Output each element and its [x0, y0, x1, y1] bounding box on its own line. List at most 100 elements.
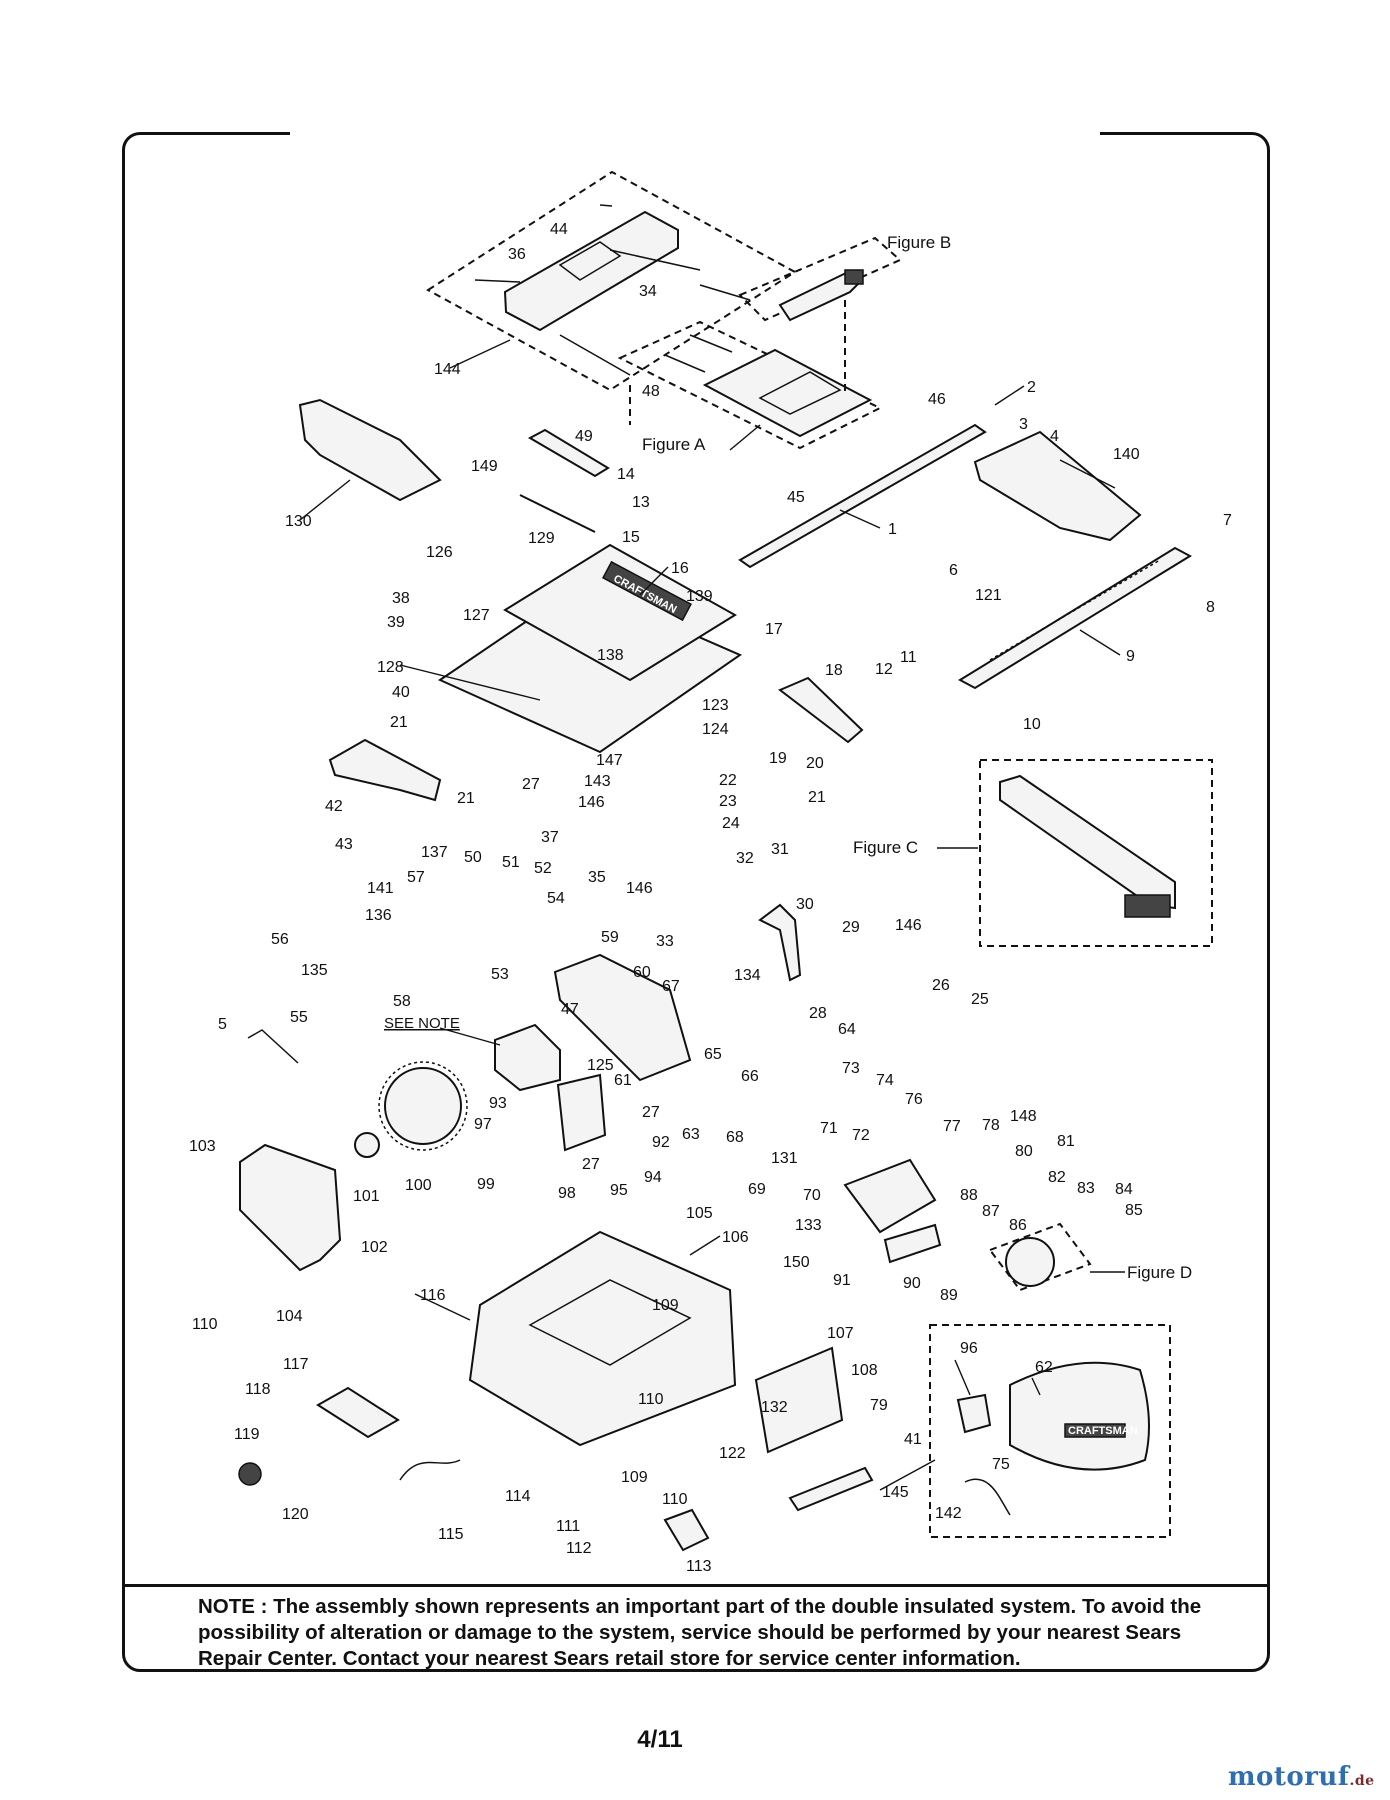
callout-55: 55 [290, 1009, 308, 1026]
callout-134: 134 [734, 967, 761, 984]
callout-90: 90 [903, 1275, 921, 1292]
frame-top-gap [290, 126, 1100, 140]
callout-43: 43 [335, 836, 353, 853]
callout-124: 124 [702, 721, 729, 738]
callout-23: 23 [719, 793, 737, 810]
callout-96: 96 [960, 1340, 978, 1357]
callout-149: 149 [471, 458, 498, 475]
callout-141: 141 [367, 880, 394, 897]
callout-147: 147 [596, 752, 623, 769]
rip-fence [999, 774, 1176, 910]
lock-knob [238, 1462, 262, 1486]
rip-fence-lock [1124, 894, 1171, 918]
callout-72: 72 [852, 1127, 870, 1144]
dust-bag [1009, 1361, 1150, 1471]
callout-5: 5 [218, 1016, 227, 1033]
callout-51: 51 [502, 854, 520, 871]
callout-15: 15 [622, 529, 640, 546]
callout-109-a: 109 [652, 1297, 679, 1314]
callout-133: 133 [795, 1217, 822, 1234]
callout-122: 122 [719, 1445, 746, 1462]
extension-label-strip [1059, 459, 1116, 489]
callout-27-b: 27 [642, 1104, 660, 1121]
callout-148: 148 [1010, 1108, 1037, 1125]
callout-136: 136 [365, 907, 392, 924]
callout-110-c: 110 [662, 1491, 688, 1508]
table-support-bracket [328, 738, 442, 802]
callout-53: 53 [491, 966, 509, 983]
callout-54: 54 [547, 890, 565, 907]
callout-92: 92 [652, 1134, 670, 1151]
callout-98: 98 [558, 1185, 576, 1202]
callout-82: 82 [1048, 1169, 1066, 1186]
watermark-main: motoruf [1228, 1762, 1350, 1792]
callout-6: 6 [949, 562, 958, 579]
bevel-bracket [843, 1158, 937, 1234]
table-top [503, 543, 737, 682]
figure-b-dashed-box [738, 236, 902, 322]
callout-42: 42 [325, 798, 343, 815]
callout-3: 3 [1019, 416, 1028, 433]
callout-32: 32 [736, 850, 754, 867]
callout-4: 4 [1050, 428, 1059, 445]
callout-117: 117 [283, 1356, 309, 1373]
callout-52: 52 [534, 860, 552, 877]
watermark-tld: .de [1349, 1773, 1375, 1789]
callout-146-c: 146 [895, 917, 922, 934]
callout-75: 75 [992, 1456, 1010, 1473]
callout-146-a: 146 [578, 794, 605, 811]
callout-11: 11 [900, 649, 917, 666]
callout-12: 12 [875, 661, 893, 678]
riving-knife [556, 1073, 607, 1152]
fence-clamp-knob [844, 269, 864, 285]
callout-125: 125 [587, 1057, 614, 1074]
riving-bar-a [664, 354, 706, 373]
callout-73: 73 [842, 1060, 860, 1077]
throat-plate-slot [758, 371, 842, 415]
callout-100: 100 [405, 1177, 432, 1194]
power-cord [399, 1459, 461, 1481]
callout-120: 120 [282, 1506, 309, 1523]
callout-20: 20 [806, 755, 824, 772]
label-strip [788, 1466, 874, 1512]
callout-146-b: 146 [626, 880, 653, 897]
callout-135: 135 [301, 962, 328, 979]
callout-130: 130 [285, 513, 312, 530]
fence-clamp [778, 270, 862, 322]
callout-65: 65 [704, 1046, 722, 1063]
callout-77: 77 [943, 1118, 961, 1135]
anti-kickback-plate [527, 428, 610, 478]
saw-blade-teeth [378, 1061, 468, 1151]
callout-60: 60 [633, 964, 651, 981]
callout-44: 44 [550, 221, 568, 238]
callout-108: 108 [851, 1362, 878, 1379]
callout-34: 34 [639, 283, 657, 300]
callout-41: 41 [904, 1431, 922, 1448]
callout-127: 127 [463, 607, 490, 624]
callout-2: 2 [1027, 379, 1036, 396]
dust-hose-cord [964, 1478, 1011, 1516]
callout-47: 47 [561, 1001, 579, 1018]
hex-wrench [247, 1029, 299, 1064]
callout-118: 118 [245, 1381, 271, 1398]
callout-64: 64 [838, 1021, 856, 1038]
callout-84: 84 [1115, 1181, 1133, 1198]
callout-95: 95 [610, 1182, 628, 1199]
callout-102: 102 [361, 1239, 388, 1256]
double-insulation-note: NOTE : The assembly shown represents an … [198, 1595, 1202, 1670]
elevation-handle [758, 903, 802, 982]
callout-21-a: 21 [390, 714, 408, 731]
callout-129: 129 [528, 530, 555, 547]
callout-labels: 1 2 3 4 5 6 7 8 9 10 11 12 13 14 15 16 1… [189, 221, 1232, 1575]
callout-109-b: 109 [621, 1469, 648, 1486]
callout-70: 70 [803, 1187, 821, 1204]
callout-13: 13 [632, 494, 650, 511]
callout-119: 119 [234, 1426, 260, 1443]
callout-123: 123 [702, 697, 729, 714]
callout-40: 40 [392, 684, 410, 701]
callout-99: 99 [477, 1176, 495, 1193]
bevel-scale [883, 1223, 942, 1264]
callout-131: 131 [771, 1150, 798, 1167]
page-number: 4/11 [637, 1726, 683, 1753]
callout-25: 25 [971, 991, 989, 1008]
